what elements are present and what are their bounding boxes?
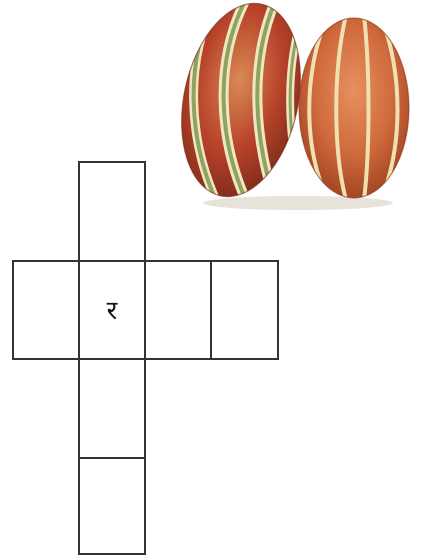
- cube-net: र: [0, 150, 300, 559]
- net-cell-left: [13, 261, 79, 359]
- net-cell-lower: [79, 359, 145, 458]
- net-cell-far-right: [211, 261, 278, 359]
- cell-label: र: [107, 296, 119, 326]
- net-cell-right: [145, 261, 211, 359]
- net-cell-bottom: [79, 458, 145, 554]
- right-melon: [296, 15, 412, 200]
- net-cell-top: [79, 162, 145, 261]
